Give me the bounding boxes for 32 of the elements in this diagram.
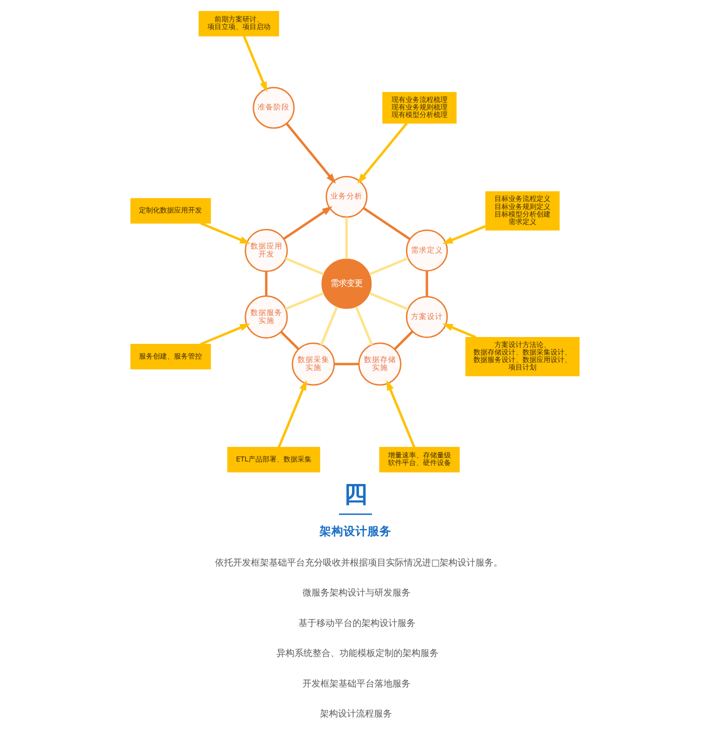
connector (369, 257, 408, 276)
label: 四 (344, 480, 367, 508)
arrow (200, 222, 250, 244)
label: 架构设计流程服务 (320, 710, 392, 720)
arrow (442, 225, 486, 244)
arrow (286, 122, 336, 184)
connector (369, 292, 408, 310)
connector (285, 257, 324, 276)
connector (334, 362, 359, 366)
connector (280, 331, 300, 350)
connector (394, 330, 414, 350)
label: 依托开发框架基础平台充分吸收并根据项目实际情况进□架构设计服务。 (215, 558, 503, 568)
node-circle: 需求变更 (321, 258, 372, 309)
arrow (442, 323, 476, 338)
arrow (357, 122, 408, 184)
label: 异构系统整合、功能模板定制的架构服务 (276, 649, 438, 660)
connector (362, 207, 411, 240)
connector (355, 306, 373, 346)
label: 基于移动平台的架构设计服务 (298, 618, 416, 629)
arrow (283, 206, 332, 240)
arrow (242, 36, 268, 92)
label: 微服务架构设计与研发服务 (302, 588, 411, 599)
arrow (278, 380, 307, 448)
connector (285, 292, 324, 310)
arrow (386, 380, 416, 448)
connector (345, 217, 348, 259)
connector (320, 306, 338, 346)
arrow (200, 324, 250, 346)
connector (426, 270, 428, 297)
label: 开发框架基础平台落地服务 (302, 679, 411, 690)
connector (265, 271, 268, 296)
label: 架构设计服务 (320, 524, 392, 538)
